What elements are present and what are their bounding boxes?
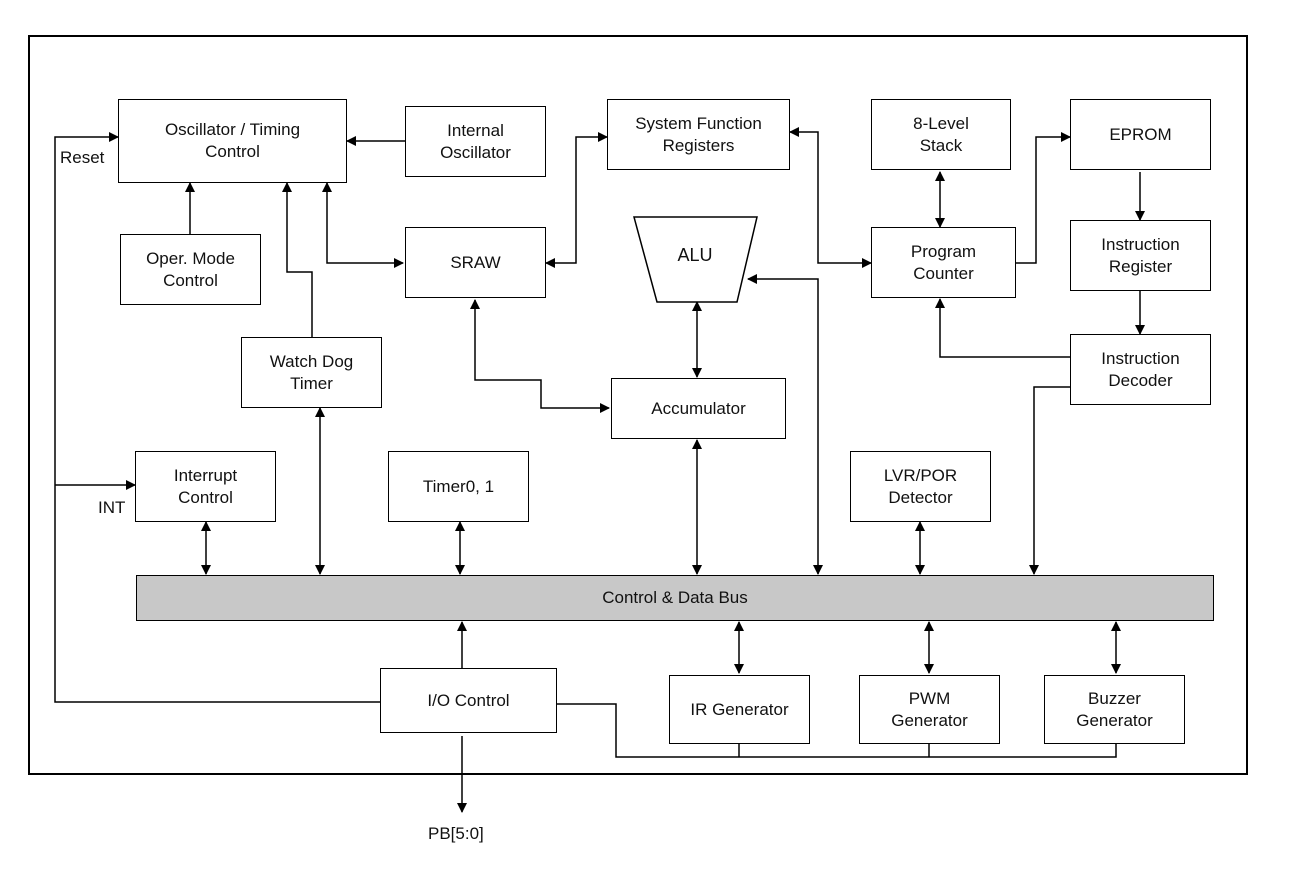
int-label: INT (98, 498, 126, 517)
interrupt-control: Interrupt Control (135, 451, 276, 522)
sraw: SRAW (405, 227, 546, 298)
system-function-registers: System Function Registers (607, 99, 790, 170)
ir-generator: IR Generator (669, 675, 810, 744)
alu-label: ALU (677, 245, 713, 265)
osc-sraw-wire (322, 182, 404, 268)
accumulator: Accumulator (611, 378, 786, 439)
diagram-frame (28, 35, 1248, 775)
instruction-decoder: Instruction Decoder (1070, 334, 1211, 405)
control-data-bus: Control & Data Bus (136, 575, 1214, 621)
lvr-por-detector: LVR/POR Detector (850, 451, 991, 522)
sfr-pc-wire (789, 127, 872, 268)
program-counter: Program Counter (871, 227, 1016, 298)
watch-dog-timer: Watch Dog Timer (241, 337, 382, 408)
watchdog-osc-wire (282, 182, 313, 337)
oper-mode-control: Oper. Mode Control (120, 234, 261, 305)
reset-wire (54, 132, 380, 703)
reset-label: Reset (60, 148, 105, 167)
pwm-generator: PWM Generator (859, 675, 1000, 744)
sraw-acc-wire (470, 299, 610, 413)
decoder-pc-wire (935, 298, 1070, 358)
internal-oscillator: Internal Oscillator (405, 106, 546, 177)
instruction-register: Instruction Register (1070, 220, 1211, 291)
buzzer-generator: Buzzer Generator (1044, 675, 1185, 744)
generators-io-wire (557, 703, 1117, 758)
pc-eprom-wire (1016, 132, 1071, 264)
pb-label: PB[5:0] (428, 824, 484, 843)
oscillator-timing-control: Oscillator / Timing Control (118, 99, 347, 183)
alu-shape (633, 216, 758, 303)
sraw-sfr-wire (545, 132, 608, 268)
io-control: I/O Control (380, 668, 557, 733)
eprom: EPROM (1070, 99, 1211, 170)
alu-bus-wire (747, 274, 823, 575)
timer0-1: Timer0, 1 (388, 451, 529, 522)
decoder-bus-wire (1029, 386, 1070, 575)
stack-8-level: 8-Level Stack (871, 99, 1011, 170)
